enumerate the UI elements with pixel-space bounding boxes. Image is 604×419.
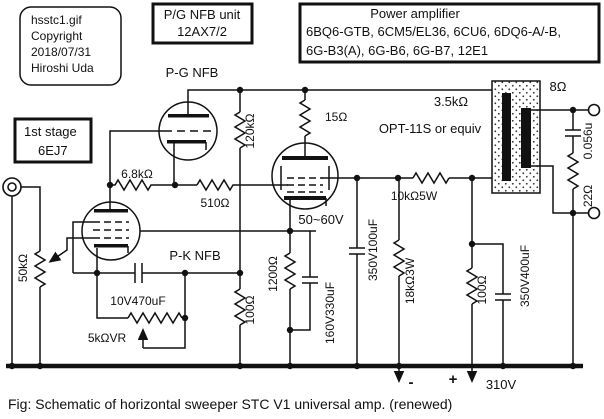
label-cathode-voltage: 50~60V — [298, 212, 344, 227]
nfb-unit-box: P/G NFB unit 12AX7/2 — [151, 2, 254, 45]
label-c-screen: 350V100uF — [366, 219, 380, 281]
label-r-nfb: 120kΩ — [243, 113, 257, 148]
power-amp-tubes-2: 6G-B3(A), 6G-B6, 6G-B7, 12E1 — [306, 43, 488, 58]
title-date: 2018/07/31 — [31, 45, 91, 59]
label-c-cathode-first: 10V470uF — [110, 294, 165, 308]
capacitor-330uf — [302, 276, 318, 284]
label-pk-nfb: P-K NFB — [169, 248, 220, 263]
output-terminal-gnd — [587, 206, 601, 220]
resistor-510 — [196, 178, 288, 192]
secondary-winding — [521, 108, 531, 168]
title-author: Hiroshi Uda — [31, 61, 94, 75]
label-minus: - — [409, 374, 414, 391]
label-secondary-impedance: 8Ω — [550, 79, 567, 94]
capacitor-10v470uf — [134, 263, 143, 283]
label-r-cathode-power: 1200Ω — [266, 256, 280, 292]
nfb-unit-tube: 12AX7/2 — [177, 24, 227, 39]
resistor-zobel — [566, 152, 580, 190]
capacitor-100uf — [349, 247, 365, 255]
label-c-psu: 350V400uF — [518, 245, 532, 307]
label-c-zobel: 0.056u — [581, 123, 595, 160]
first-stage-box: 1st stage 6EJ7 — [13, 117, 93, 164]
label-pg-nfb: P-G NFB — [166, 65, 219, 80]
wire-vr-right — [182, 273, 186, 319]
wire-400uf-top — [472, 243, 504, 294]
junction-dots — [8, 86, 577, 370]
pot-wiper-arrow — [48, 237, 93, 263]
title-block: hsstc1.gif Copyright 2018/07/31 Hiroshi … — [19, 6, 122, 86]
label-supply-voltage: 310V — [486, 377, 517, 392]
resistor-1200 — [283, 252, 297, 290]
title-copyright: Copyright — [31, 29, 83, 43]
wire-12ax7-grid — [109, 130, 164, 185]
label-c-cathode-power: 160V330uF — [323, 282, 337, 344]
primary-winding — [502, 93, 511, 181]
wire-vr-wiper-tie — [143, 318, 186, 349]
first-stage-title: 1st stage — [24, 124, 77, 139]
tube-power — [271, 142, 339, 210]
resistor-psu-100 — [465, 267, 479, 305]
label-r-bleeder: 18kΩ3W — [403, 257, 417, 304]
label-r-grid: 510Ω — [201, 196, 230, 210]
label-vr: 5kΩVR — [88, 331, 127, 345]
label-r-screen: 10kΩ5W — [391, 189, 438, 203]
label-r-zobel: 22Ω — [581, 185, 595, 207]
resistor-nfb-divider — [233, 288, 247, 326]
wire-jack-to-pot — [21, 186, 41, 251]
capacitor-zobel — [565, 129, 581, 137]
wire-vr-left — [96, 273, 128, 319]
suppressor-tie-6ej7 — [72, 221, 93, 273]
label-volume-pot: 50kΩ — [16, 254, 30, 282]
title-filename: hsstc1.gif — [31, 13, 82, 27]
label-plus: + — [449, 371, 458, 388]
power-amp-tubes-1: 6BQ6-GTB, 6CM5/EL36, 6CU6, 6DQ6-A/-B, — [306, 24, 561, 39]
label-opt: OPT-11S or equiv — [379, 121, 482, 136]
resistor-15r — [298, 99, 312, 137]
output-terminal-hot — [587, 103, 601, 117]
capacitor-400uf — [495, 293, 511, 301]
first-stage-tube: 6EJ7 — [38, 143, 68, 158]
label-primary-impedance: 3.5kΩ — [434, 94, 469, 109]
resistor-volume-pot — [33, 250, 47, 288]
nfb-unit-title: P/G NFB unit — [164, 7, 241, 22]
output-transformer — [491, 80, 541, 194]
wire-330uf-bottom — [290, 283, 311, 331]
label-r-plate-stopper: 15Ω — [325, 110, 347, 124]
figure-caption: Fig: Schematic of horizontal sweeper STC… — [8, 396, 452, 412]
input-jack — [2, 177, 22, 197]
resistor-5k-vr — [127, 311, 183, 325]
label-r-nfb-divider: 100Ω — [243, 295, 257, 324]
power-amp-title: Power amplifier — [370, 6, 460, 21]
label-r-plate-first: 6.8kΩ — [121, 167, 153, 181]
label-r-psu: 100Ω — [475, 275, 489, 304]
resistor-10k5w — [412, 171, 450, 185]
power-amp-box: Power amplifier 6BQ6-GTB, 6CM5/EL36, 6CU… — [298, 2, 601, 64]
resistor-6k8 — [110, 178, 197, 192]
resistor-18k — [392, 239, 406, 277]
tube-6ej7 — [72, 185, 141, 273]
resistor-120k — [233, 111, 247, 149]
